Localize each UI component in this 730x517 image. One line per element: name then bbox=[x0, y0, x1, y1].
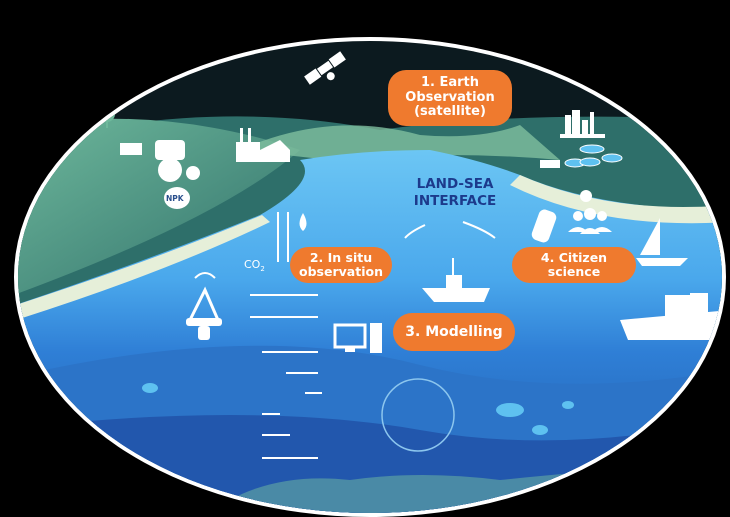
land-sea-interface-title: LAND-SEA INTERFACE bbox=[395, 176, 515, 210]
city-skyline-icon bbox=[560, 110, 605, 138]
wastewater-treatment-icon bbox=[540, 144, 623, 168]
label-line: Observation bbox=[405, 89, 495, 105]
fish-icon bbox=[142, 383, 574, 435]
label-line: 3. Modelling bbox=[405, 323, 503, 340]
label-line: 2. In situ bbox=[309, 249, 373, 265]
fishing-boat-icon bbox=[422, 258, 490, 302]
water-drop-check-icon bbox=[299, 213, 307, 231]
citizen-science-label: 4. Citizen science bbox=[512, 247, 636, 283]
computer-icon bbox=[333, 323, 382, 353]
beach-right bbox=[510, 175, 722, 224]
factory-icon bbox=[236, 128, 290, 162]
title-line-1: LAND-SEA bbox=[416, 176, 494, 192]
smartphone-sensor-icon bbox=[531, 209, 557, 243]
title-line-2: INTERFACE bbox=[413, 192, 497, 209]
beach-left bbox=[18, 215, 270, 325]
label-line: observation bbox=[299, 264, 383, 279]
modelling-label: 3. Modelling bbox=[393, 313, 515, 351]
buoy-icon bbox=[186, 272, 222, 340]
people-idea-icon bbox=[568, 190, 612, 234]
earth-observation-label: 1. Earth Observation (satellite) bbox=[388, 70, 512, 126]
cargo-ship-icon bbox=[620, 293, 722, 340]
label-line: science bbox=[547, 264, 601, 279]
current-arrows bbox=[250, 212, 496, 459]
in-situ-observation-label: 2. In situ observation bbox=[290, 247, 392, 283]
tractor-icon bbox=[120, 140, 200, 182]
co2-subscript: 2 bbox=[260, 265, 265, 274]
co2-text: CO bbox=[244, 258, 261, 271]
hills bbox=[240, 125, 560, 160]
label-line: 1. Earth bbox=[420, 74, 480, 90]
label-line: 4. Citizen bbox=[540, 249, 608, 265]
sailboat-icon bbox=[636, 218, 688, 266]
fertilizer-bag-icon bbox=[164, 187, 190, 209]
co2-annotation: CO2 bbox=[244, 258, 265, 273]
satellite-icon bbox=[304, 51, 346, 85]
label-line: (satellite) bbox=[414, 104, 486, 120]
microscope-view-icon bbox=[381, 378, 455, 452]
npk-annotation: NPK bbox=[166, 194, 184, 203]
farmland bbox=[18, 118, 300, 300]
